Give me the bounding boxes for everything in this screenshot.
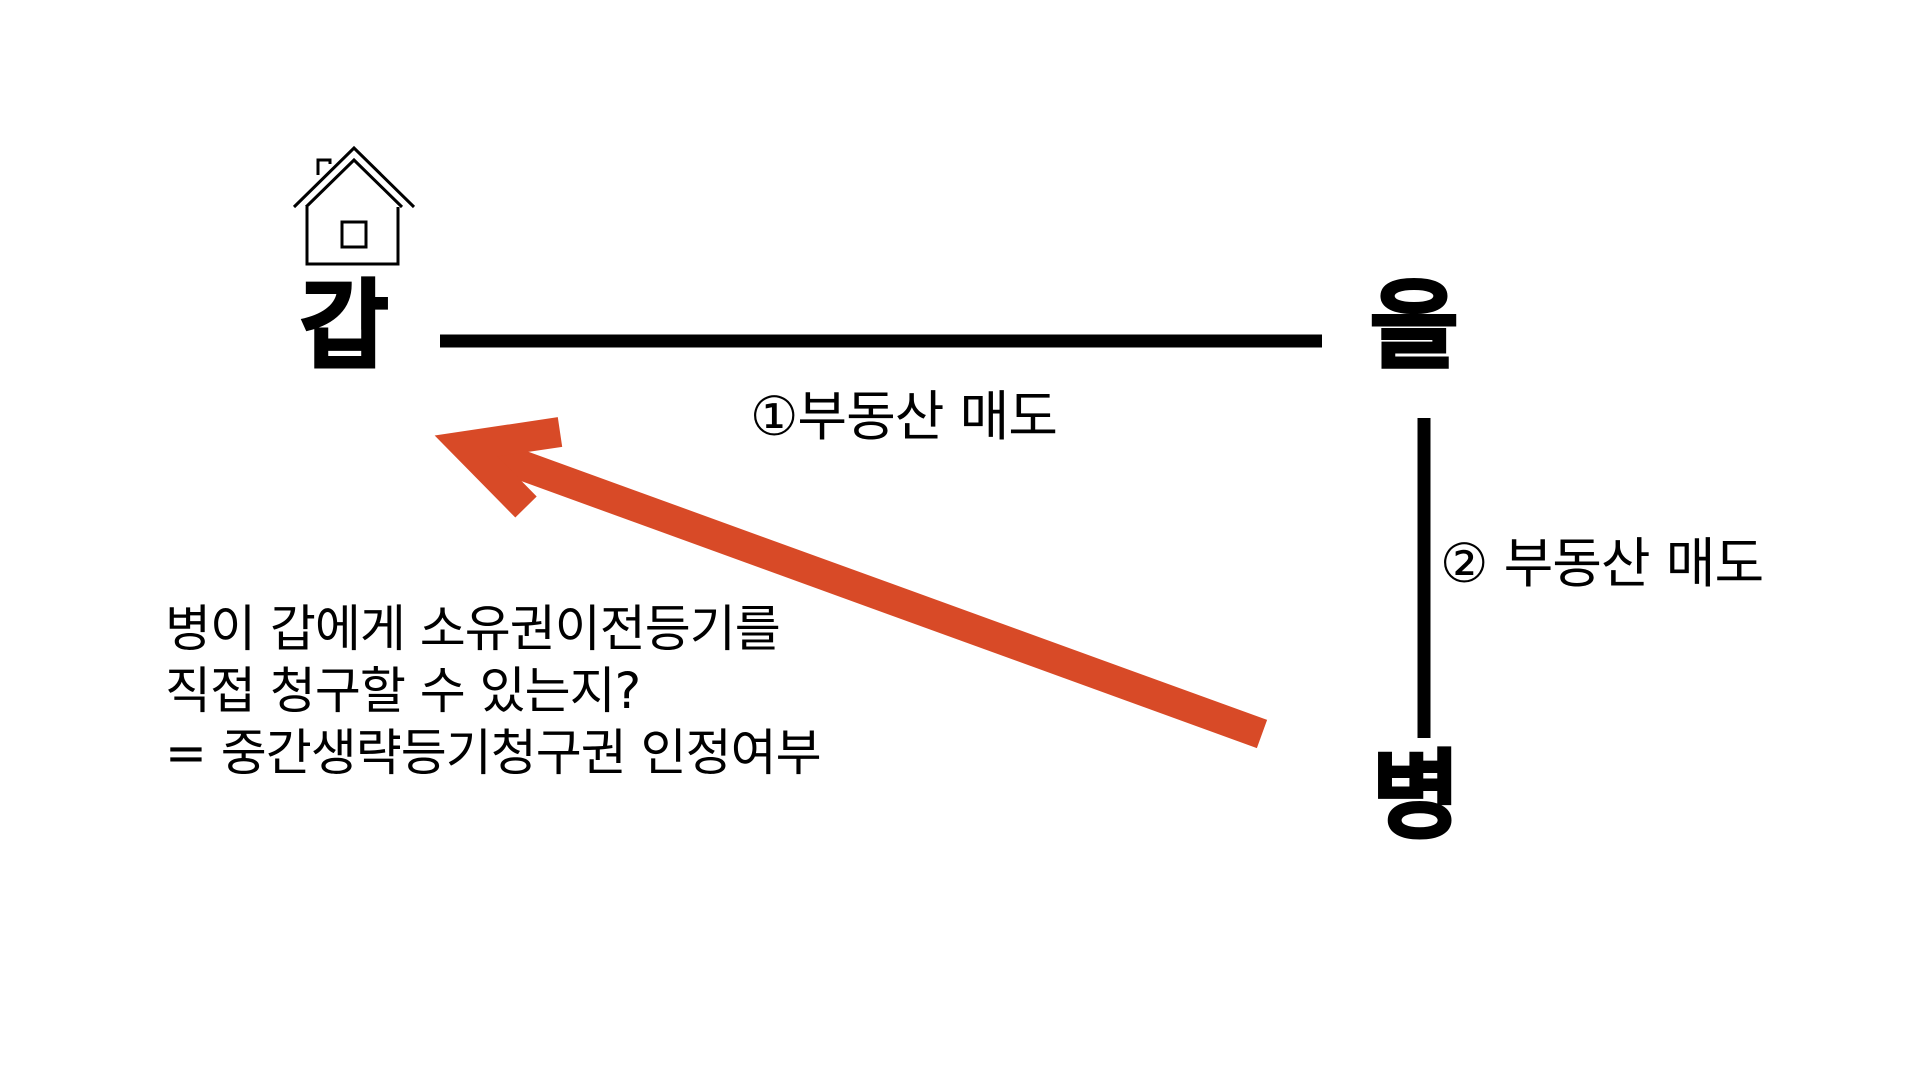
relation-label-sale-1: ①부동산 매도 <box>750 385 1058 448</box>
question-line-2: 직접 청구할 수 있는지? <box>165 662 641 720</box>
question-line-3: = 중간생략등기청구권 인정여부 <box>165 724 822 782</box>
party-gap: 갑 <box>298 270 389 382</box>
question-text: 병이 갑에게 소유권이전등기를 직접 청구할 수 있는지? = 중간생략등기청구… <box>165 598 822 784</box>
relation-label-sale-2: ② 부동산 매도 <box>1440 532 1764 595</box>
question-line-1: 병이 갑에게 소유권이전등기를 <box>165 600 781 658</box>
house-icon <box>292 145 416 266</box>
party-eul: 을 <box>1368 270 1459 382</box>
party-byeong: 병 <box>1370 740 1461 852</box>
direct-claim-arrow <box>434 417 1268 749</box>
